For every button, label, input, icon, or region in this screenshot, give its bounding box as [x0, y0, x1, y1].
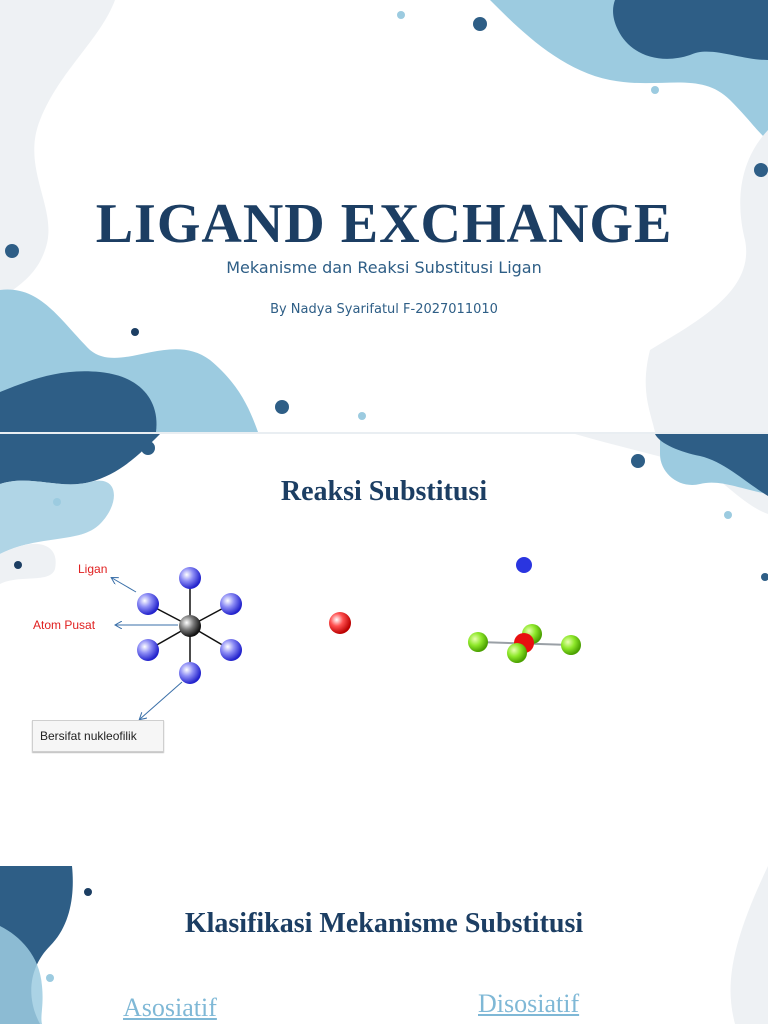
decorative-blobs — [0, 0, 768, 432]
square-planar-complex — [468, 624, 581, 663]
author-byline: By Nadya Syarifatul F-2027011010 — [270, 302, 498, 317]
section-title: Reaksi Substitusi — [280, 476, 488, 507]
central-atom-label: Atom Pusat — [33, 618, 96, 632]
main-title: LIGAND EXCHANGE — [95, 193, 673, 255]
leaving-ligand-atom — [516, 557, 532, 573]
dissociative-link[interactable]: Disosiatif — [478, 989, 580, 1018]
decorative-blobs — [0, 434, 768, 866]
slide-divider — [0, 432, 768, 434]
section-title: Klasifikasi Mekanisme Substitusi — [184, 908, 584, 939]
octahedral-complex — [137, 567, 242, 684]
nucleophilic-callout: Bersifat nukleofilik — [32, 720, 164, 752]
slide-substitution-reaction: Reaksi Substitusi Ligan Atom Pusat Bersi… — [0, 434, 768, 866]
subtitle: Mekanisme dan Reaksi Substitusi Ligan — [226, 258, 542, 277]
entering-ligand-atom — [329, 612, 351, 634]
decorative-blobs — [0, 866, 768, 1024]
slide-mechanism-classification: Klasifikasi Mekanisme Substitusi Asosiat… — [0, 866, 768, 1024]
associative-link[interactable]: Asosiatif — [123, 993, 217, 1022]
ligand-label: Ligan — [78, 562, 108, 576]
slide-title: LIGAND EXCHANGE Mekanisme dan Reaksi Sub… — [0, 0, 768, 432]
